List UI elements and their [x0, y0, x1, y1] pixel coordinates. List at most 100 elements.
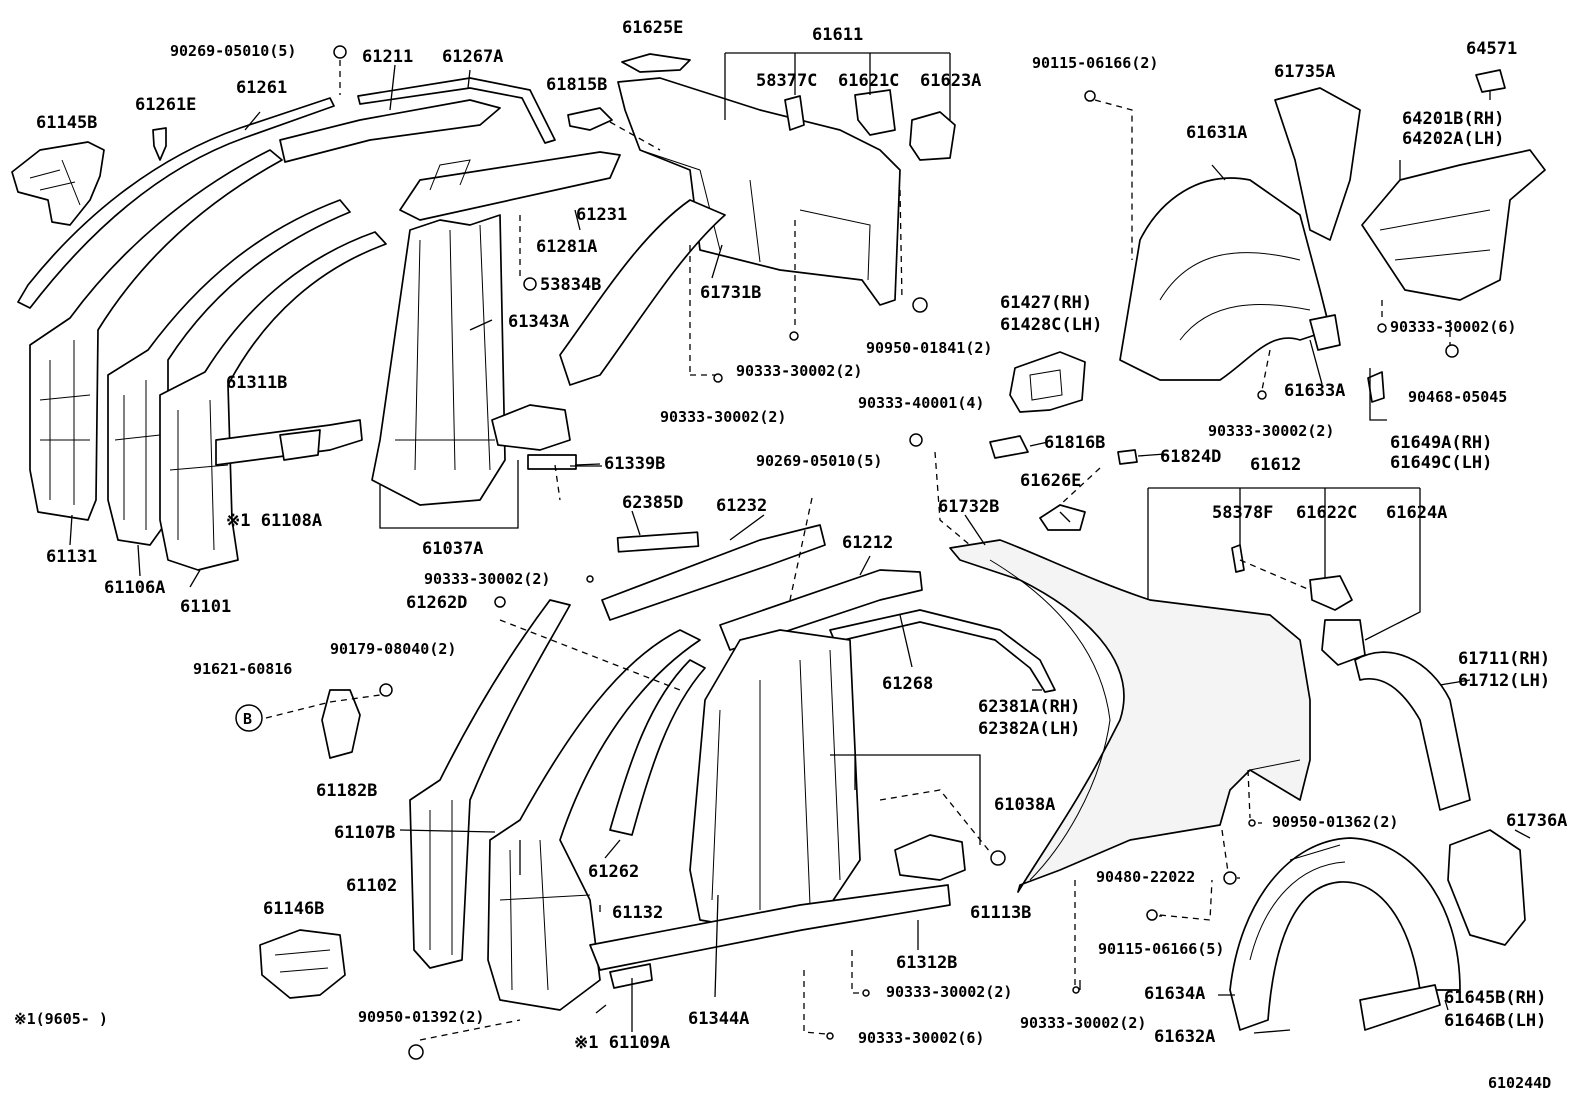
label-61736a: 61736A [1506, 811, 1567, 831]
label-61146b: 61146B [263, 899, 324, 919]
part-61339b-plate [527, 454, 577, 470]
label-61611: 61611 [812, 25, 863, 45]
label-61646b-lh: 61646B(LH) [1444, 1011, 1546, 1031]
label-61623a: 61623A [920, 71, 981, 91]
part-61038a-shape [894, 834, 966, 881]
part-61731b-shape [559, 199, 726, 386]
label-62381a-rh: 62381A(RH) [978, 697, 1080, 717]
label-61645b-rh: 61645B(RH) [1444, 988, 1546, 1008]
part-61339b-shape [491, 404, 571, 451]
label-90333-30002-2-d: 90333-30002(2) [424, 570, 550, 588]
part-61344a-shape [689, 629, 861, 931]
label-61634a: 61634A [1144, 984, 1205, 1004]
part-61211-shape [279, 99, 501, 163]
label-61339b: 61339B [604, 454, 665, 474]
label-61106a: 61106A [104, 578, 165, 598]
label-90269-05010-upper: 90269-05010(5) [170, 42, 296, 60]
labels: B 90269-05010(5) 61211 61267A 61261 6126… [14, 18, 1567, 1092]
label-61311b: 61311B [226, 373, 287, 393]
label-61267a: 61267A [442, 47, 503, 67]
part-64571-shape [1475, 69, 1506, 93]
part-61231-shape [399, 151, 621, 221]
label-90950-01362: 90950-01362(2) [1272, 813, 1398, 831]
label-62385d: 62385D [622, 493, 683, 513]
label-61113b: 61113B [970, 903, 1031, 923]
label-64571: 64571 [1466, 39, 1517, 59]
label-61731b: 61731B [700, 283, 761, 303]
label-61344a: 61344A [688, 1009, 749, 1029]
label-61626e: 61626E [1020, 471, 1081, 491]
label-61108a-note: ※1 61108A [226, 511, 322, 531]
label-90333-30002-2-b: 90333-30002(2) [660, 408, 786, 426]
part-61145b-shape [11, 141, 105, 226]
label-90468-05045: 90468-05045 [1408, 388, 1507, 406]
label-90333-30002-6-lower: 90333-30002(6) [858, 1029, 984, 1047]
label-61261: 61261 [236, 78, 287, 98]
part-61645b-shape [1359, 984, 1441, 1031]
part-64201b-shape [1361, 149, 1546, 301]
part-58377c-shape [784, 95, 805, 131]
label-61212: 61212 [842, 533, 893, 553]
part-61132-shape [487, 629, 701, 1011]
label-61624a: 61624A [1386, 503, 1447, 523]
label-90333-30002-2-a: 90333-30002(2) [736, 362, 862, 380]
label-61428c-lh: 61428C(LH) [1000, 315, 1102, 335]
part-61649a-shape [1367, 371, 1385, 403]
part-61106a-shape [107, 199, 351, 546]
part-61816b-shape [989, 435, 1029, 459]
callout-b-letter: B [243, 710, 252, 728]
label-61649a-rh: 61649A(RH) [1390, 433, 1492, 453]
part-61815b-shape [567, 107, 613, 131]
label-61622c: 61622C [1296, 503, 1357, 523]
label-61621c: 61621C [838, 71, 899, 91]
part-61633a-shape [1309, 314, 1341, 351]
label-90115-06166-upper: 90115-06166(2) [1032, 54, 1158, 72]
label-64201b-rh: 64201B(RH) [1402, 109, 1504, 129]
label-61631a: 61631A [1186, 123, 1247, 143]
callout-b-circle [235, 704, 263, 732]
label-90269-05010-lower: 90269-05010(5) [756, 452, 882, 470]
part-61261-shape [17, 97, 335, 309]
part-61146b-shape [259, 929, 346, 999]
label-61145b: 61145B [36, 113, 97, 133]
label-61711-rh: 61711(RH) [1458, 649, 1550, 669]
part-61625e-shape [621, 53, 691, 73]
part-62385d-shape [616, 531, 700, 553]
part-61109a-shape [609, 963, 653, 989]
label-61824d: 61824D [1160, 447, 1221, 467]
label-diagram-id: 610244D [1488, 1074, 1551, 1092]
label-61232: 61232 [716, 496, 767, 516]
label-61182b: 61182B [316, 781, 377, 801]
part-61131-shape [29, 149, 283, 521]
part-61108a-shape [279, 429, 321, 461]
part-61232-shape [601, 524, 826, 621]
part-61824d-shape [1117, 449, 1138, 465]
label-61107b: 61107B [334, 823, 395, 843]
label-61427-rh: 61427(RH) [1000, 293, 1092, 313]
label-61038a: 61038A [994, 795, 1055, 815]
label-53834b: 53834B [540, 275, 601, 295]
part-61267a-shape [357, 77, 556, 144]
label-61132: 61132 [612, 903, 663, 923]
part-61212-shape [719, 569, 923, 651]
label-90333-30002-2-f: 90333-30002(2) [1020, 1014, 1146, 1032]
label-62382a-lh: 62382A(LH) [978, 719, 1080, 739]
label-61268: 61268 [882, 674, 933, 694]
label-90333-30002-2-c: 90333-30002(2) [1208, 422, 1334, 440]
label-61816b: 61816B [1044, 433, 1105, 453]
label-64202a-lh: 64202A(LH) [1402, 129, 1504, 149]
label-61262: 61262 [588, 862, 639, 882]
part-61735a-shape [1274, 87, 1361, 241]
part-61101-shape [159, 231, 387, 571]
label-90950-01392: 90950-01392(2) [358, 1008, 484, 1026]
part-61262-shape [609, 659, 706, 836]
label-61261e: 61261E [135, 95, 196, 115]
part-61626e-shape [1039, 504, 1086, 531]
label-90179-08040: 90179-08040(2) [330, 640, 456, 658]
label-61037a: 61037A [422, 539, 483, 559]
label-58377c: 58377C [756, 71, 817, 91]
part-61102-shape [409, 599, 571, 969]
label-61612: 61612 [1250, 455, 1301, 475]
label-90333-30002-2-e: 90333-30002(2) [886, 983, 1012, 1001]
